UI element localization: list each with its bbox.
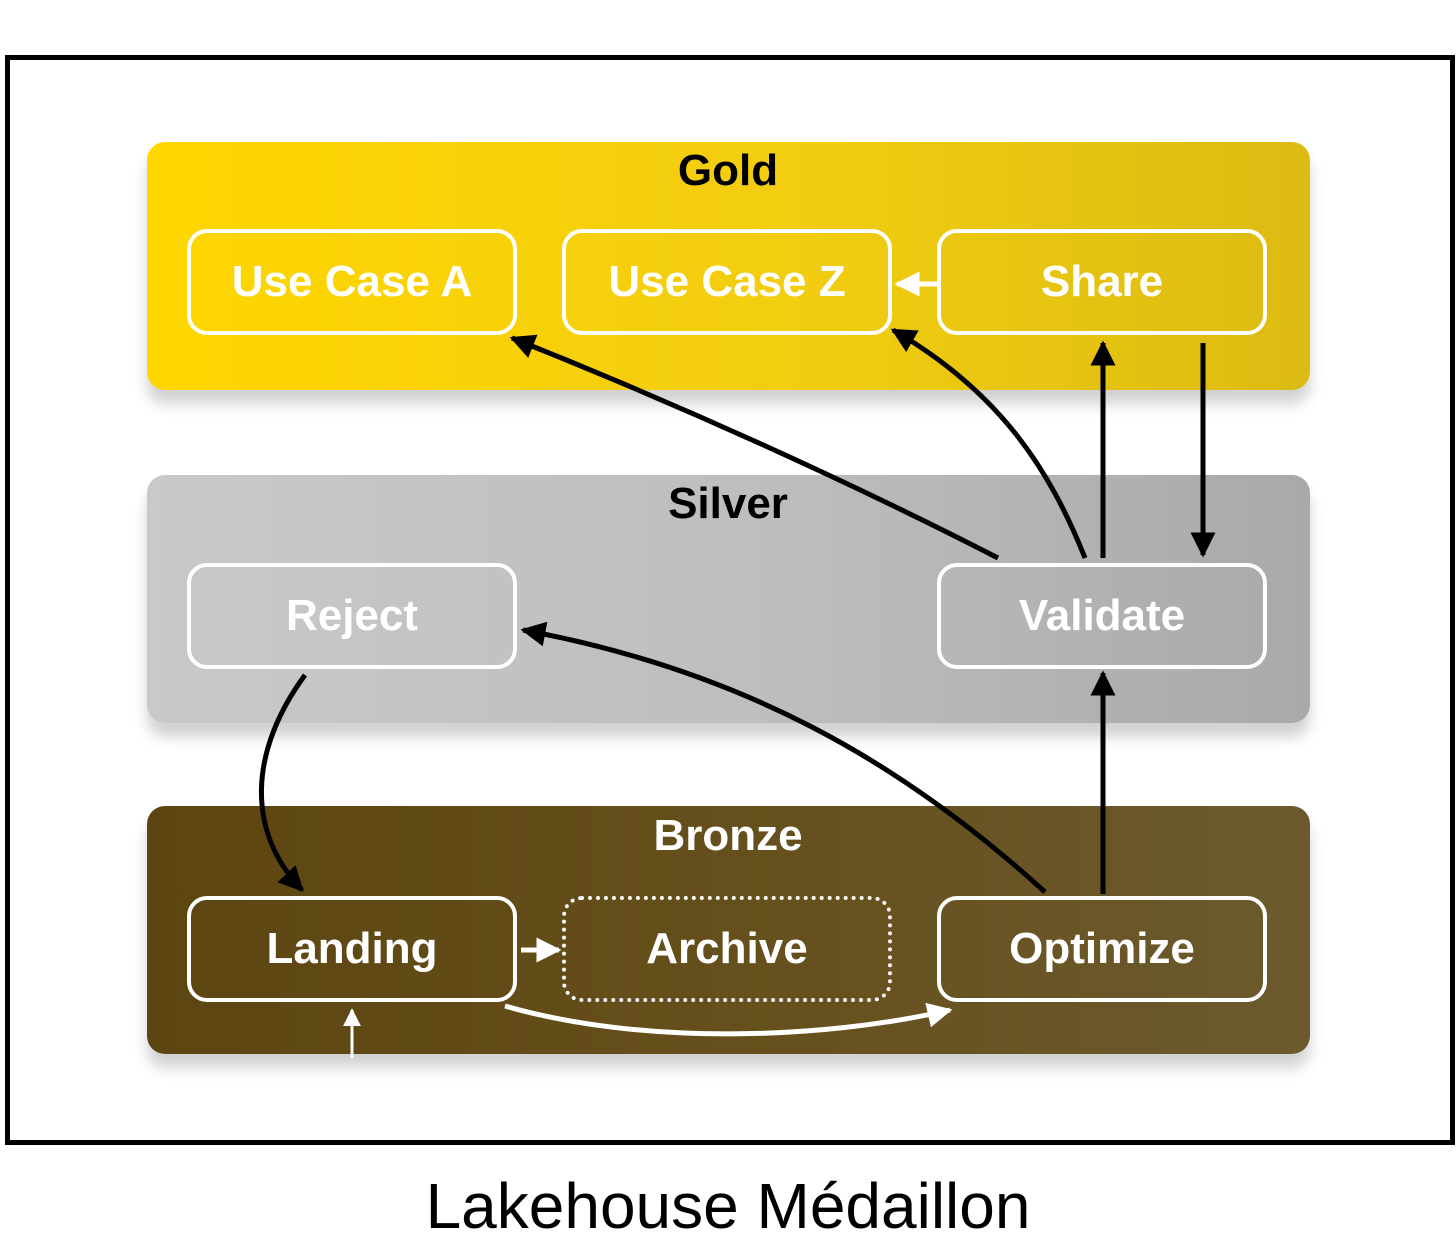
arrow-reject-to-landing (259, 673, 308, 892)
use-case-a-node: Use Case A (187, 229, 517, 335)
arrow-validate-to-use-case-a (509, 334, 1000, 561)
landing-node: Landing (187, 896, 517, 1002)
reject-node: Reject (187, 563, 517, 669)
validate-node: Validate (937, 563, 1267, 669)
silver-layer (147, 475, 1310, 723)
arrow-optimize-to-reject (520, 621, 1047, 894)
use-case-z-node: Use Case Z (562, 229, 892, 335)
bronze-layer-title: Bronze (653, 811, 803, 860)
silver-layer-title: Silver (668, 479, 788, 528)
optimize-node: Optimize (937, 896, 1267, 1002)
arrow-landing-to-optimize (504, 1002, 953, 1037)
gold-layer-title: Gold (677, 146, 779, 195)
arrow-validate-to-use-case-z (890, 327, 1088, 559)
archive-node: Archive (562, 896, 892, 1002)
gold-layer (147, 142, 1310, 390)
share-node: Share (937, 229, 1267, 335)
bronze-layer (147, 806, 1310, 1054)
diagram-caption: Lakehouse Médaillon (425, 1170, 1031, 1242)
